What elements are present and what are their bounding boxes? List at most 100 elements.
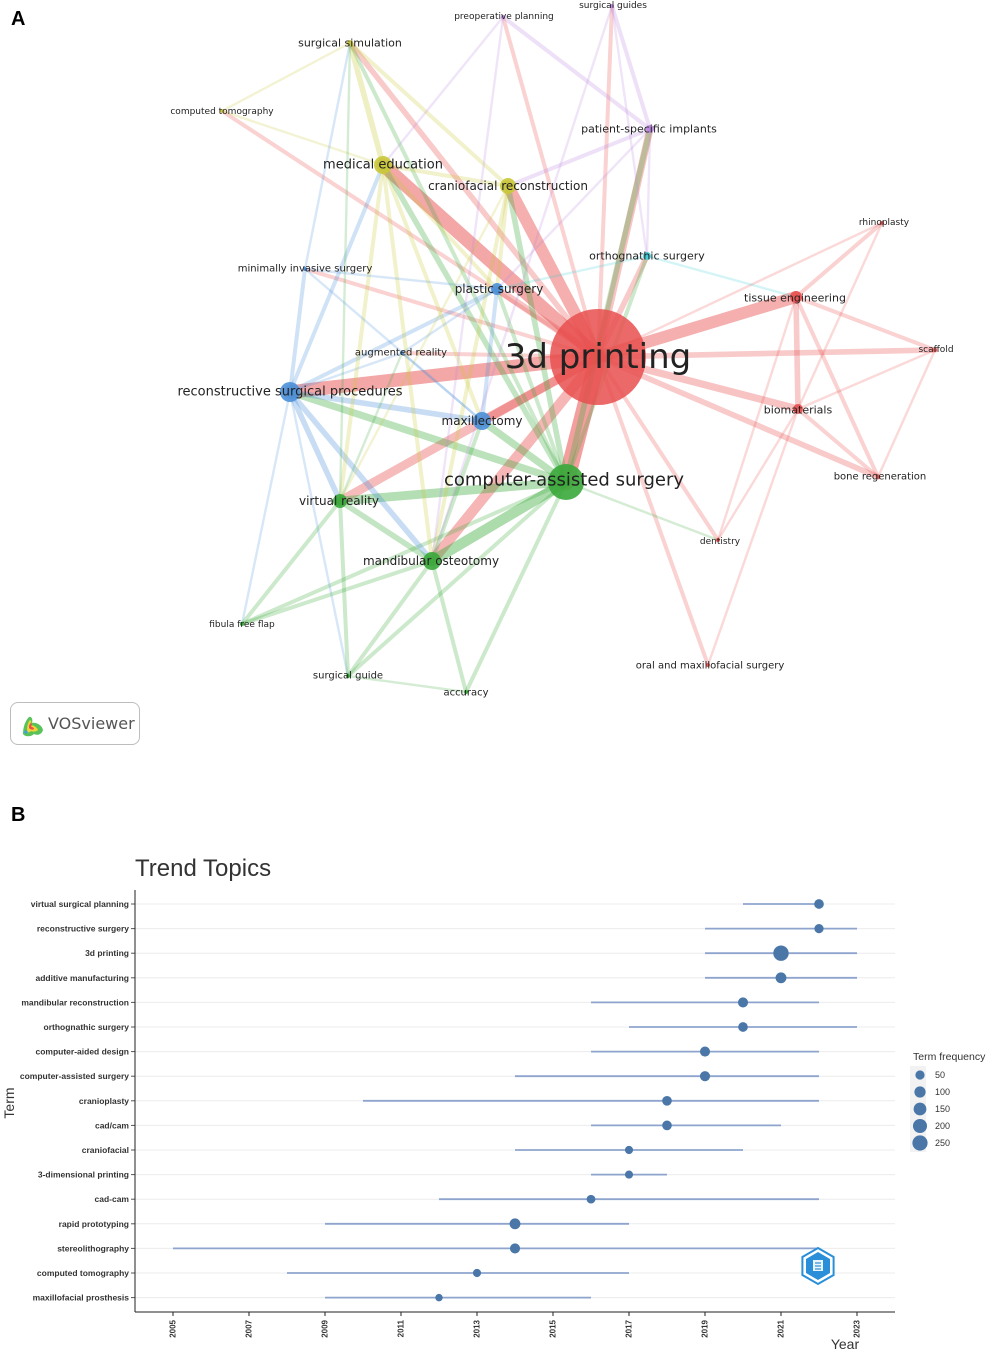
x-tick-label-2017: 2017 xyxy=(625,1319,634,1337)
node-preoperative-planning xyxy=(501,15,505,19)
node-label-plastic-surgery: plastic surgery xyxy=(455,282,544,296)
link-mandibular-osteotomy-to-maxillectomy xyxy=(430,419,484,563)
link-3d-printing-to-oral-and-maxillofacial-surgery xyxy=(596,355,710,667)
node-label-surgical-simulation: surgical simulation xyxy=(298,37,402,50)
link-medical-education-to-virtual-reality xyxy=(338,163,385,503)
link-patient-specific-implants-to-craniofacial-reconstruction xyxy=(506,127,652,188)
link-medical-education-to-maxillectomy xyxy=(381,163,484,423)
node-rhinoplasty xyxy=(880,221,884,225)
point-stereolithography xyxy=(509,1243,521,1254)
legend-swatch-100 xyxy=(914,1086,926,1098)
link-accuracy-to-surgical-guide xyxy=(346,674,468,694)
link-biomaterials-to-dentistry xyxy=(716,407,800,542)
link-craniofacial-reconstruction-to-virtual-reality xyxy=(338,184,510,503)
x-tick-label-2023: 2023 xyxy=(853,1319,862,1337)
y-axis-title: Term xyxy=(1,1087,17,1118)
link-patient-specific-implants-to-orthognathic-surgery xyxy=(645,127,652,258)
link-craniofacial-reconstruction-to-surgical-simulation xyxy=(348,41,510,188)
link-reconstructive-surgical-procedures-to-medical-education xyxy=(288,163,385,394)
term-label-craniofacial: craniofacial xyxy=(82,1145,129,1155)
term-label-orthognathic-surgery: orthognathic surgery xyxy=(44,1022,130,1032)
point-computer-assisted-surgery xyxy=(699,1071,711,1082)
term-label-mandibular-reconstruction: mandibular reconstruction xyxy=(21,997,129,1007)
node-label-scaffold: scaffold xyxy=(918,345,953,355)
node-label-oral-and-maxillofacial-surgery: oral and maxillofacial surgery xyxy=(636,661,785,672)
link-minimally-invasive-surgery-to-plastic-surgery xyxy=(303,267,499,291)
link-minimally-invasive-surgery-to-surgical-simulation xyxy=(303,41,352,271)
node-surgical-simulation xyxy=(347,40,353,46)
link-3d-printing-to-surgical-simulation xyxy=(347,40,601,360)
link-mandibular-osteotomy-to-virtual-reality xyxy=(337,498,435,564)
link-virtual-reality-to-surgical-simulation xyxy=(338,41,352,503)
link-patient-specific-implants-to-plastic-surgery xyxy=(495,127,652,291)
point-mandibular-reconstruction xyxy=(737,997,749,1008)
link-patient-specific-implants-to-surgical-guides xyxy=(610,4,652,131)
link-medical-education-to-surgical-simulation xyxy=(347,40,386,168)
chart-title: Trend Topics xyxy=(135,855,272,882)
point-computed-tomography xyxy=(472,1268,482,1278)
trend-term-labels: virtual surgical planning reconstructive … xyxy=(20,899,135,1303)
legend-swatch-50 xyxy=(915,1070,925,1080)
term-label-additive-manufacturing: additive manufacturing xyxy=(35,973,129,983)
point-reconstructive-surgery xyxy=(814,923,824,934)
link-patient-specific-implants-to-preoperative-planning xyxy=(501,15,652,131)
node-surgical-guides xyxy=(610,4,614,8)
legend-label-100: 100 xyxy=(935,1087,950,1097)
node-label-reconstructive-surgical-procedures: reconstructive surgical procedures xyxy=(177,385,402,400)
link-tissue-engineering-to-biomaterials xyxy=(793,294,801,412)
vosviewer-watermark: VOSviewer xyxy=(10,702,140,745)
link-mandibular-osteotomy-to-fibula-free-flap xyxy=(240,559,434,626)
node-fibula-free-flap xyxy=(240,622,244,626)
link-surgical-guides-to-mandibular-osteotomy xyxy=(430,4,614,563)
link-medical-education-to-plastic-surgery xyxy=(381,163,499,291)
legend-label-150: 150 xyxy=(935,1104,950,1114)
node-medical-education xyxy=(374,156,392,174)
link-3d-printing-to-minimally-invasive-surgery xyxy=(303,267,600,359)
point-cad-cam xyxy=(586,1194,596,1204)
link-reconstructive-surgical-procedures-to-virtual-reality xyxy=(287,389,343,504)
link-medical-education-to-craniofacial-reconstruction xyxy=(381,163,510,188)
term-label-reconstructive-surgery: reconstructive surgery xyxy=(37,924,129,934)
point-cranioplasty xyxy=(662,1095,672,1106)
term-label-rapid-prototyping: rapid prototyping xyxy=(59,1219,129,1229)
node-computer-assisted-surgery xyxy=(548,464,584,500)
link-biomaterials-to-oral-and-maxillofacial-surgery xyxy=(706,407,800,667)
legend-label-200: 200 xyxy=(935,1121,950,1131)
link-craniofacial-reconstruction-to-plastic-surgery xyxy=(495,184,510,291)
node-patient-specific-implants xyxy=(646,125,654,133)
vosviewer-logo-icon xyxy=(23,716,43,737)
link-mandibular-osteotomy-to-surgical-guide xyxy=(346,559,434,678)
node-accuracy xyxy=(464,690,468,694)
node-surgical-guide xyxy=(346,674,350,678)
point-maxillofacial-prosthesis xyxy=(435,1293,443,1302)
term-label-3-dimensional-printing: 3-dimensional printing xyxy=(38,1170,129,1180)
link-surgical-guides-to-orthognathic-surgery xyxy=(610,4,649,258)
term-label-maxillofacial-prosthesis: maxillofacial prosthesis xyxy=(33,1293,130,1303)
link-virtual-reality-to-augmented-reality xyxy=(338,351,404,503)
legend-label-50: 50 xyxy=(935,1070,945,1080)
link-3d-printing-to-preoperative-planning xyxy=(501,15,600,359)
point-rapid-prototyping xyxy=(509,1218,521,1230)
link-computer-assisted-surgery-to-fibula-free-flap xyxy=(240,480,568,626)
node-label-surgical-guides: surgical guides xyxy=(579,1,647,11)
term-label-cad-cam: cad-cam xyxy=(95,1194,130,1204)
x-tick-label-2011: 2011 xyxy=(397,1319,406,1337)
link-augmented-reality-to-plastic-surgery xyxy=(400,287,499,355)
term-label-virtual-surgical-planning: virtual surgical planning xyxy=(31,899,129,909)
link-mandibular-osteotomy-to-accuracy xyxy=(430,559,468,694)
link-3d-printing-to-surgical-guides xyxy=(596,4,614,359)
link-tissue-engineering-to-dentistry xyxy=(716,295,798,542)
link-tissue-engineering-to-bone-regeneration xyxy=(794,295,880,479)
node-label-preoperative-planning: preoperative planning xyxy=(454,12,554,22)
link-3d-printing-to-scaffold xyxy=(595,347,938,360)
node-craniofacial-reconstruction xyxy=(500,178,516,194)
link-reconstructive-surgical-procedures-to-augmented-reality xyxy=(288,351,404,394)
link-computer-assisted-surgery-to-surgical-simulation xyxy=(348,41,568,484)
link-virtual-reality-to-surgical-guide xyxy=(338,499,350,678)
x-tick-label-2015: 2015 xyxy=(549,1319,558,1337)
term-label-3d-printing: 3d printing xyxy=(85,948,129,958)
link-preoperative-planning-to-medical-education xyxy=(381,15,505,167)
